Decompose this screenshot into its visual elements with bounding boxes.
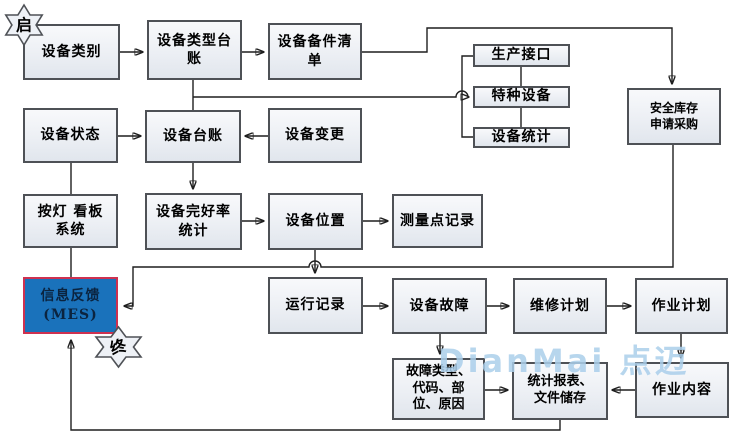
node-fault-type-code-part-cause: 故障类型、 代码、部 位、原因 [392,358,485,420]
node-equipment-location: 设备位置 [268,193,363,250]
end-terminator: 终 [94,325,143,369]
node-work-content: 作业内容 [635,362,729,418]
start-star-shape [4,3,44,47]
node-maintenance-plan: 维修计划 [513,278,607,334]
node-stat-report-file-storage: 统计报表、 文件储存 [512,362,608,420]
node-spare-parts-list: 设备备件清 单 [268,23,362,80]
node-work-plan: 作业计划 [635,278,728,334]
node-intact-rate-statistics: 设备完好率 统计 [145,193,242,250]
bracket-mini-column [461,55,473,138]
node-measure-point-record: 测量点记录 [392,194,483,248]
node-equipment-statistics: 设备统计 [473,127,570,148]
node-andon-kanban-system: 按灯 看板 系统 [23,194,118,248]
start-terminator: 启 [4,3,44,47]
arrow-type-ledger-to-special-equipment [193,90,469,97]
node-safety-stock-purchase: 安全库存 申请采购 [627,88,721,145]
node-equipment-status: 设备状态 [23,108,118,163]
node-equipment-ledger: 设备台账 [145,110,241,163]
node-operation-record: 运行记录 [268,277,363,334]
node-special-equipment: 特种设备 [473,86,570,108]
node-equipment-fault: 设备故障 [392,278,487,334]
node-equipment-category: 设备类别 [23,24,120,80]
node-equipment-change: 设备变更 [268,108,362,163]
node-equipment-type-ledger: 设备类型台 账 [147,20,242,80]
start-star-label: 启 [16,16,32,35]
node-production-interface: 生产接口 [473,44,570,67]
node-info-feedback-mes: 信息反馈 (MES) [23,277,118,334]
